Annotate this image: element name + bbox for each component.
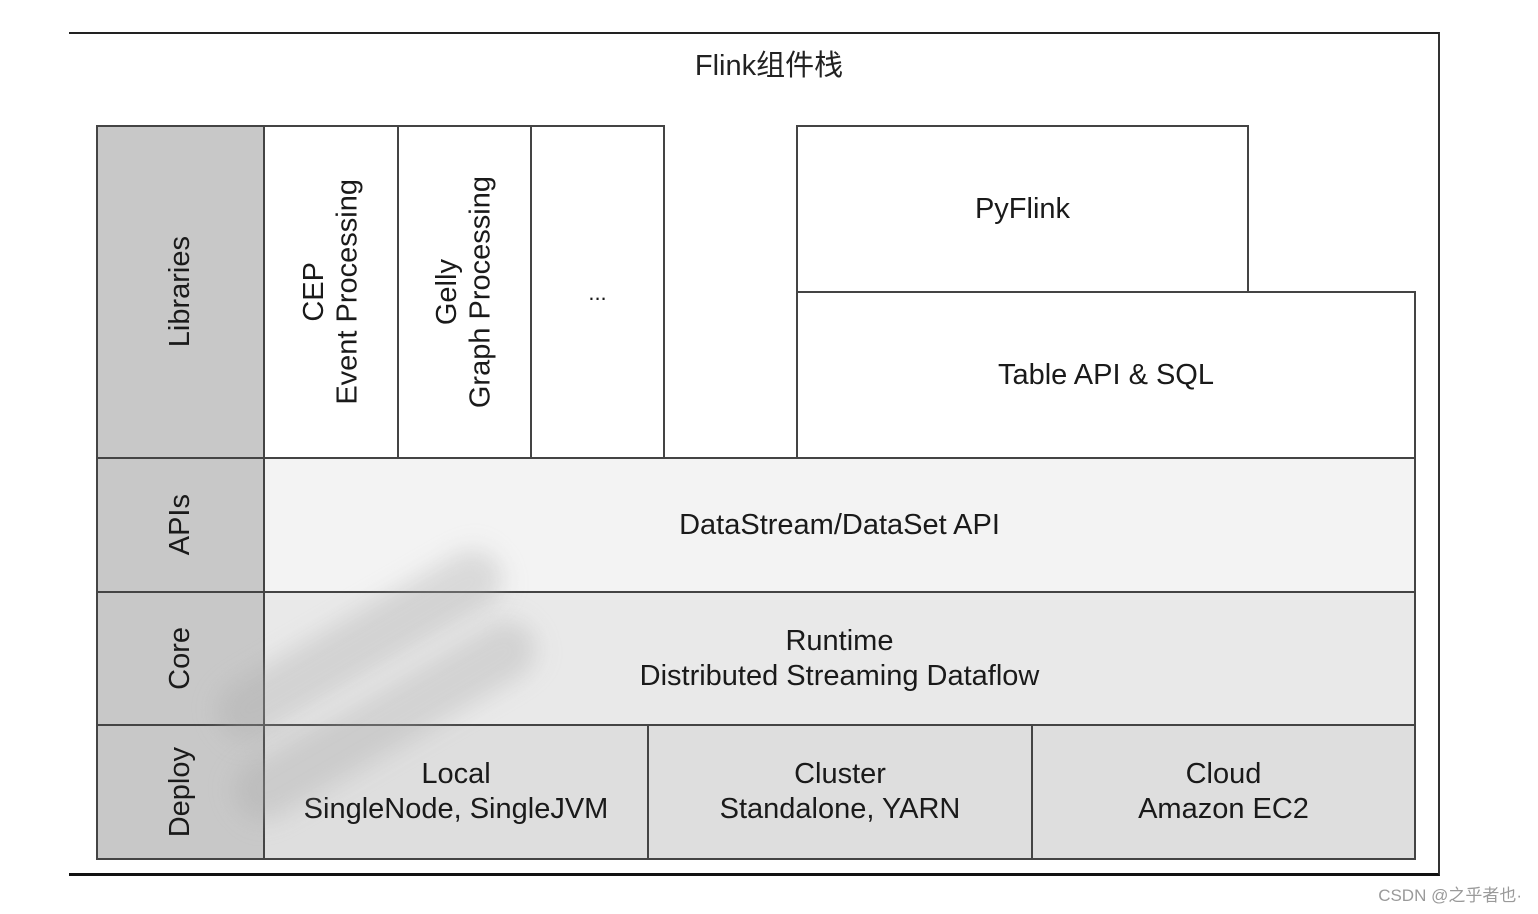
library-cep-label: CEP Event Processing bbox=[298, 179, 365, 405]
library-cep-name: CEP bbox=[297, 262, 330, 322]
deploy-cloud-name: Cloud bbox=[1185, 758, 1262, 790]
core-runtime: Runtime Distributed Streaming Dataflow bbox=[263, 591, 1416, 726]
library-gelly: Gelly Graph Processing bbox=[397, 125, 532, 459]
layer-libraries-label: Libraries bbox=[163, 236, 196, 348]
core-runtime-name: Runtime bbox=[785, 624, 894, 657]
deploy-local-name: Local bbox=[421, 758, 491, 790]
deploy-local-desc: SingleNode, SingleJVM bbox=[303, 793, 609, 825]
layer-deploy-label: Deploy bbox=[163, 746, 196, 838]
layer-core-label: Core bbox=[163, 627, 196, 690]
library-gelly-desc: Graph Processing bbox=[464, 175, 497, 409]
layer-apis: APIs bbox=[96, 457, 265, 593]
layer-apis-label: APIs bbox=[163, 494, 196, 556]
deploy-cloud: Cloud Amazon EC2 bbox=[1031, 724, 1416, 860]
api-datastream-label: DataStream/DataSet API bbox=[679, 508, 1000, 541]
library-pyflink: PyFlink bbox=[796, 125, 1249, 294]
core-runtime-label: Runtime Distributed Streaming Dataflow bbox=[640, 624, 1040, 694]
core-runtime-desc: Distributed Streaming Dataflow bbox=[639, 659, 1040, 692]
library-gelly-name: Gelly bbox=[431, 258, 464, 326]
layer-libraries: Libraries bbox=[96, 125, 265, 459]
library-gelly-label: Gelly Graph Processing bbox=[431, 176, 498, 408]
library-more-label: ... bbox=[588, 279, 607, 305]
deploy-cluster-desc: Standalone, YARN bbox=[719, 793, 961, 825]
library-cep-desc: Event Processing bbox=[331, 179, 363, 405]
library-table-sql-label: Table API & SQL bbox=[997, 358, 1214, 391]
deploy-local: Local SingleNode, SingleJVM bbox=[263, 724, 649, 860]
library-more: ... bbox=[530, 125, 665, 459]
diagram-frame bbox=[69, 32, 1440, 876]
layer-deploy: Deploy bbox=[96, 724, 265, 860]
library-table-sql: Table API & SQL bbox=[796, 291, 1416, 459]
deploy-cloud-desc: Amazon EC2 bbox=[1138, 793, 1309, 825]
deploy-local-label: Local SingleNode, SingleJVM bbox=[304, 757, 609, 827]
library-cep: CEP Event Processing bbox=[263, 125, 399, 459]
deploy-cloud-label: Cloud Amazon EC2 bbox=[1138, 757, 1309, 827]
deploy-cluster-name: Cluster bbox=[794, 758, 886, 790]
diagram-title: Flink组件栈 bbox=[694, 50, 844, 82]
deploy-cluster: Cluster Standalone, YARN bbox=[647, 724, 1033, 860]
library-pyflink-label: PyFlink bbox=[974, 193, 1071, 225]
watermark: CSDN @之乎者也· bbox=[1378, 886, 1522, 905]
deploy-cluster-label: Cluster Standalone, YARN bbox=[720, 757, 961, 827]
